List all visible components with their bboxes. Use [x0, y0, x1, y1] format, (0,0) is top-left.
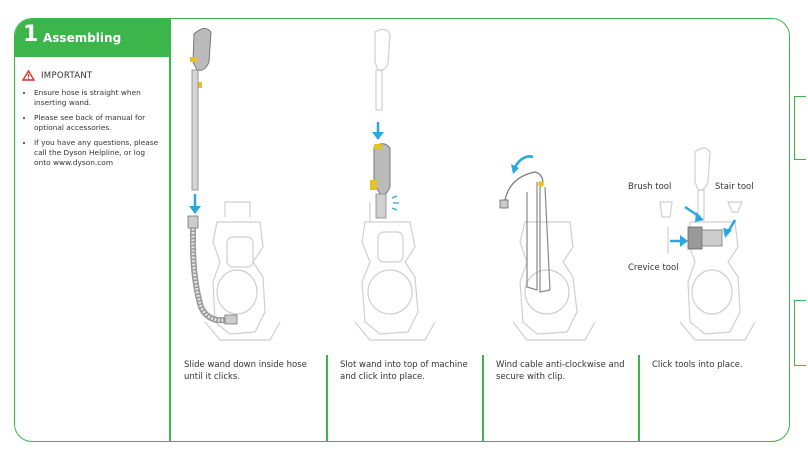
- illustration-slot-wand: [354, 28, 436, 341]
- next-page-bracket: [794, 300, 806, 366]
- important-title: IMPORTANT: [41, 70, 93, 81]
- step-caption-slide-wand: Slide wand down inside hose until it cli…: [184, 360, 307, 382]
- stair-tool-label: Stair tool: [715, 182, 754, 192]
- step-caption-wind-cable: Wind cable anti-clockwise and secure wit…: [496, 360, 625, 382]
- page-frame: [14, 18, 790, 442]
- brush-tool-label: Brush tool: [628, 182, 672, 192]
- step-divider-3: [638, 355, 640, 441]
- important-item: Ensure hose is straight when inserting w…: [34, 88, 162, 107]
- important-item: Please see back of manual for optional a…: [34, 113, 162, 132]
- illustration-slide-wand: [187, 28, 281, 341]
- illustration-wind-cable: [499, 155, 596, 341]
- sidebar-divider: [169, 19, 171, 441]
- section-title: Assembling: [43, 31, 122, 45]
- important-item: If you have any questions, please call t…: [34, 138, 162, 167]
- step-caption-click-tools: Click tools into place.: [652, 360, 743, 370]
- step-divider-2: [482, 355, 484, 441]
- crevice-tool-label: Crevice tool: [628, 263, 679, 273]
- warning-icon: [21, 69, 36, 81]
- next-page-bracket: [794, 96, 806, 160]
- important-notice: IMPORTANT Ensure hose is straight when i…: [21, 69, 162, 173]
- illustration-click-tools: [659, 147, 756, 341]
- step-caption-slot-wand: Slot wand into top of machine and click …: [340, 360, 468, 382]
- section-header: 1 Assembling: [15, 19, 170, 57]
- step-divider-1: [326, 355, 328, 441]
- step-number: 1: [23, 22, 39, 47]
